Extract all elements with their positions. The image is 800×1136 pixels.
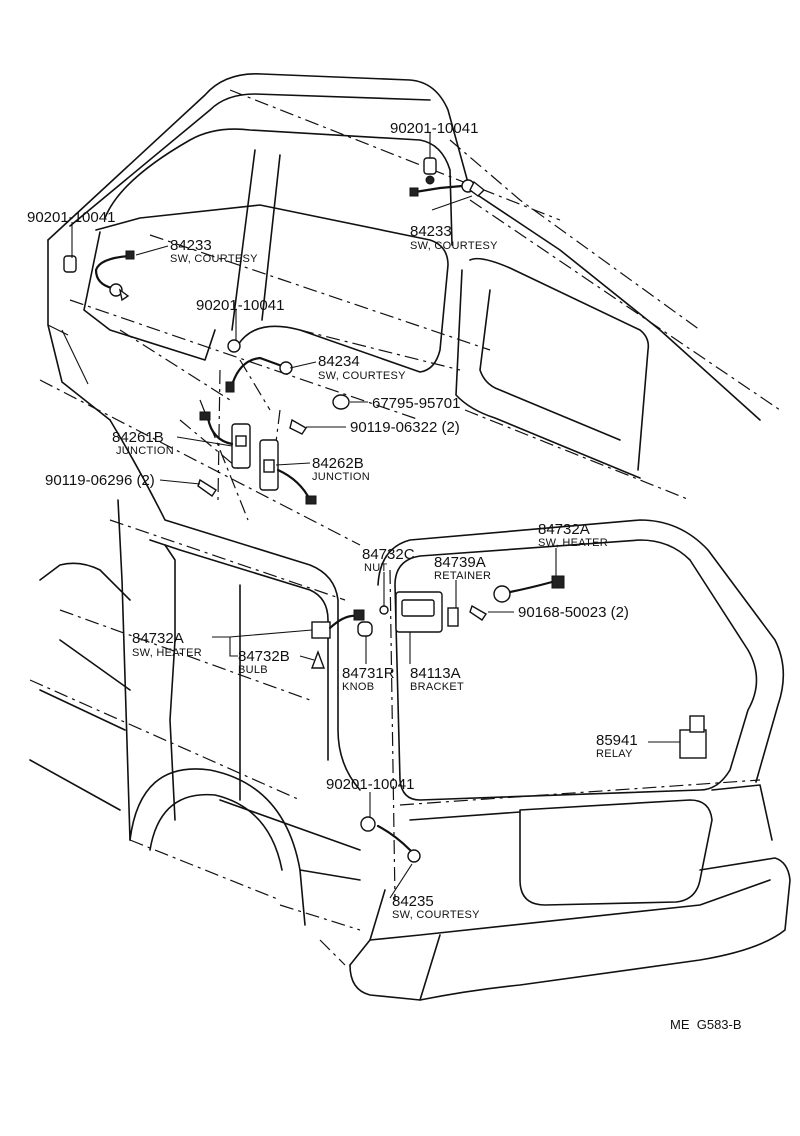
- o-ring-shape: [332, 394, 350, 410]
- rear-window-top: [104, 128, 453, 246]
- nut-mid-shape: [227, 339, 241, 353]
- diagram-code: ME G583-B: [670, 1017, 742, 1032]
- junction-b-wire: [206, 416, 234, 446]
- knob-shape: [357, 621, 373, 637]
- label-nut-bottom: 90201-10041: [326, 776, 414, 793]
- sw-courtesy-bottom-wire: [376, 824, 412, 852]
- label-junction-c-desc: JUNCTION: [312, 471, 370, 483]
- label-sw-courtesy-mid-desc: SW, COURTESY: [318, 370, 406, 382]
- label-screw-left: 90119-06296 (2): [45, 472, 155, 489]
- label-knob: 84731R: [342, 665, 395, 682]
- nut-top-shape: [423, 157, 437, 175]
- relay-shape: [679, 729, 707, 759]
- screw-left-shape: [197, 478, 217, 497]
- sw-heater-left-shape: [311, 621, 331, 639]
- label-knob-desc: KNOB: [342, 681, 374, 693]
- tailgate-outline: [394, 539, 758, 801]
- label-nut-c-desc: NUT: [364, 562, 388, 574]
- label-junction-b: 84261B: [112, 429, 164, 446]
- sw-courtesy-top-plug: [409, 187, 419, 197]
- label-nut-c: 84732C: [362, 546, 415, 563]
- label-retainer: 84739A: [434, 554, 486, 571]
- label-screw-right: 90168-50023 (2): [518, 604, 629, 621]
- sw-courtesy-top-wire: [413, 184, 464, 194]
- label-nut-left: 90201-10041: [27, 209, 115, 226]
- label-sw-courtesy-bottom: 84235: [392, 893, 434, 910]
- screw-mid-shape: [289, 418, 307, 435]
- label-bulb-desc: BULB: [238, 664, 268, 676]
- label-junction-c: 84262B: [312, 455, 364, 472]
- sw-courtesy-mid-wire: [230, 356, 284, 387]
- label-sw-courtesy-left: 84233: [170, 237, 212, 254]
- label-screw-mid: 90119-06322 (2): [350, 419, 460, 436]
- part-labels: 90201-10041 84233 SW, COURTESY 90201-100…: [27, 120, 742, 1032]
- label-sw-courtesy-left-desc: SW, COURTESY: [170, 253, 258, 265]
- screw-right-shape: [469, 604, 487, 621]
- sw-courtesy-bottom-body: [407, 849, 421, 863]
- label-retainer-desc: RETAINER: [434, 570, 491, 582]
- wheel-arch: [129, 768, 306, 926]
- parts-drawing: [63, 157, 707, 863]
- label-sw-heater-left-desc: SW, HEATER: [132, 647, 202, 659]
- label-nut-top: 90201-10041: [390, 120, 478, 137]
- label-o-ring: 67795-95701: [372, 395, 460, 412]
- sw-courtesy-left-wire: [94, 254, 132, 290]
- nut-top-washer: [425, 175, 435, 185]
- junction-c-wire: [276, 468, 312, 502]
- label-nut-mid: 90201-10041: [196, 297, 284, 314]
- label-bracket-desc: BRACKET: [410, 681, 464, 693]
- sw-courtesy-left-body: [109, 283, 123, 297]
- sw-heater-right-shape: [493, 585, 511, 603]
- rear-quarter: [469, 257, 650, 471]
- sw-heater-right-wire: [508, 580, 554, 594]
- retainer-shape: [447, 607, 459, 627]
- vehicle-body: [29, 73, 791, 1001]
- label-sw-courtesy-top: 84233: [410, 223, 452, 240]
- hidden-lines: [29, 89, 781, 966]
- side-upper: [47, 239, 111, 421]
- nut-left-shape: [63, 255, 77, 273]
- leader-lines: [71, 133, 680, 899]
- label-sw-heater-left: 84732A: [132, 630, 184, 647]
- nut-bottom-shape: [360, 816, 376, 832]
- label-bulb: 84732B: [238, 648, 290, 665]
- rear-bumper: [349, 857, 791, 1001]
- label-sw-courtesy-bottom-desc: SW, COURTESY: [392, 909, 480, 921]
- nut-c-shape: [379, 605, 389, 615]
- label-relay: 85941: [596, 732, 638, 749]
- roof-outline: [47, 73, 761, 421]
- roof-inner-edge: [69, 93, 431, 227]
- side-lower: [109, 419, 361, 791]
- label-sw-heater-right-desc: SW, HEATER: [538, 537, 608, 549]
- label-sw-courtesy-mid: 84234: [318, 353, 360, 370]
- label-bracket: 84113A: [410, 665, 461, 682]
- label-relay-desc: RELAY: [596, 748, 633, 760]
- label-sw-heater-right: 84732A: [538, 521, 590, 538]
- label-junction-b-desc: JUNCTION: [116, 445, 174, 457]
- bulb-shape: [310, 650, 326, 669]
- label-sw-courtesy-top-desc: SW, COURTESY: [410, 240, 498, 252]
